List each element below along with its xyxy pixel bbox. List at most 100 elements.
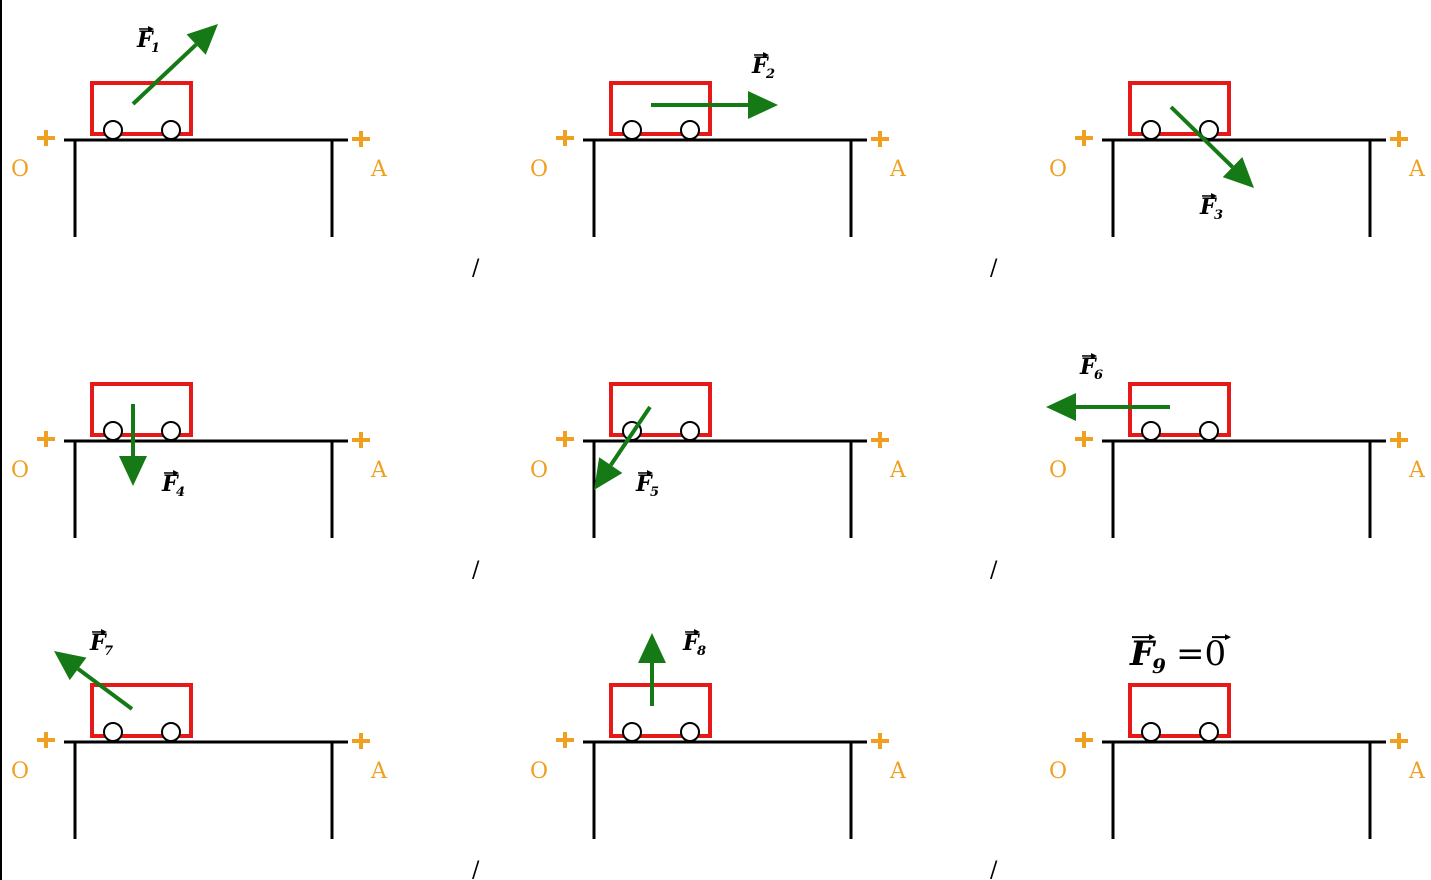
cart-wheel xyxy=(1141,722,1161,742)
cart-body xyxy=(609,81,712,136)
cart-wheel xyxy=(1199,722,1219,742)
svg-text:6: 6 xyxy=(1094,368,1103,383)
force-arrowhead xyxy=(186,24,218,55)
panel-2: O A F2 xyxy=(530,51,907,237)
svg-text:3: 3 xyxy=(1214,208,1223,223)
end-label: A xyxy=(1408,759,1426,784)
axis-cross xyxy=(1390,432,1408,448)
cart-body xyxy=(609,382,712,437)
cart-wheel xyxy=(1141,120,1161,140)
axis-cross xyxy=(352,131,370,147)
end-label: A xyxy=(1408,458,1426,483)
end-label: A xyxy=(889,458,907,483)
cart-wheel xyxy=(622,722,642,742)
end-label: A xyxy=(370,458,388,483)
svg-text:7: 7 xyxy=(104,644,113,659)
origin-label: O xyxy=(1049,759,1067,784)
svg-text:F: F xyxy=(1199,194,1217,220)
force-arrow-shaft xyxy=(1169,105,1234,169)
cart-wheel xyxy=(161,120,181,140)
axis-cross xyxy=(37,732,55,748)
svg-text:8: 8 xyxy=(697,644,706,659)
force-arrowhead xyxy=(594,457,623,490)
force-arrow-shaft xyxy=(76,667,134,711)
force-arrowhead xyxy=(748,91,778,119)
axis-cross xyxy=(556,130,574,146)
svg-text:F: F xyxy=(161,471,179,497)
axis-cross xyxy=(37,431,55,447)
force-label: F1 xyxy=(136,25,160,56)
end-label: A xyxy=(889,157,907,182)
svg-text:F: F xyxy=(1129,634,1157,674)
cart-wheel xyxy=(1199,120,1219,140)
end-label: A xyxy=(370,759,388,784)
cart-body xyxy=(609,683,712,738)
svg-text:F: F xyxy=(89,630,107,656)
origin-label: O xyxy=(1049,458,1067,483)
force-label: F2 xyxy=(751,51,775,82)
cart-wheel xyxy=(103,722,123,742)
axis-cross xyxy=(556,431,574,447)
origin-label: O xyxy=(11,759,29,784)
cart-wheel xyxy=(1199,421,1219,441)
axis-cross xyxy=(1390,131,1408,147)
force-arrowhead xyxy=(54,651,87,681)
origin-label: O xyxy=(530,157,548,182)
cart-wheel xyxy=(161,421,181,441)
separator-slash: / xyxy=(990,858,998,880)
cart-body xyxy=(90,382,193,437)
axis-cross xyxy=(352,733,370,749)
axis-cross xyxy=(871,432,889,448)
svg-text:F: F xyxy=(635,471,653,497)
origin-label: O xyxy=(11,458,29,483)
force-arrowhead xyxy=(1046,393,1076,421)
cart-wheel xyxy=(680,722,700,742)
panel-5: O A F5 xyxy=(530,382,907,538)
svg-text:1: 1 xyxy=(151,41,160,56)
force-label: F6 xyxy=(1079,352,1103,383)
cart-wheel xyxy=(161,722,181,742)
cart-wheel xyxy=(1141,421,1161,441)
svg-text:2: 2 xyxy=(765,67,775,82)
panel-8: O A F8 xyxy=(530,628,907,839)
separator-slash: / xyxy=(472,256,480,281)
separator-slash: / xyxy=(472,858,480,880)
force-arrow-shaft xyxy=(131,43,198,106)
panel-7: O A F7 xyxy=(11,628,388,839)
cart-wheel xyxy=(622,120,642,140)
end-label: A xyxy=(370,157,388,182)
axis-cross xyxy=(352,432,370,448)
axis-cross xyxy=(871,733,889,749)
origin-label: O xyxy=(530,759,548,784)
cart-wheel xyxy=(680,120,700,140)
panel-1: O A F1 xyxy=(11,24,388,237)
svg-text:4: 4 xyxy=(176,485,185,500)
force-label: F3 xyxy=(1199,192,1223,223)
origin-label: O xyxy=(11,157,29,182)
axis-cross xyxy=(871,131,889,147)
panel-4: O A F4 xyxy=(11,382,388,538)
force-label: F5 xyxy=(635,469,659,500)
axis-cross xyxy=(1075,130,1093,146)
separator-slash: / xyxy=(990,256,998,281)
axis-cross xyxy=(1390,733,1408,749)
cart-wheel xyxy=(103,120,123,140)
separator-slash: / xyxy=(990,558,998,583)
cart-body xyxy=(1128,382,1231,437)
force-label: F8 xyxy=(682,628,706,659)
svg-text:F: F xyxy=(751,53,769,79)
force-arrowhead xyxy=(119,456,147,486)
cart-body xyxy=(90,683,193,738)
panel-6: O A F6 xyxy=(1046,352,1426,538)
force-arrowhead xyxy=(638,633,666,663)
origin-label: O xyxy=(530,458,548,483)
force-label: F4 xyxy=(161,469,185,500)
end-label: A xyxy=(889,759,907,784)
force-label: F7 xyxy=(89,628,113,659)
axis-cross xyxy=(1075,431,1093,447)
end-label: A xyxy=(1408,157,1426,182)
cart-body xyxy=(90,81,193,136)
force-arrow-shaft xyxy=(609,405,652,467)
cart-wheel xyxy=(103,421,123,441)
